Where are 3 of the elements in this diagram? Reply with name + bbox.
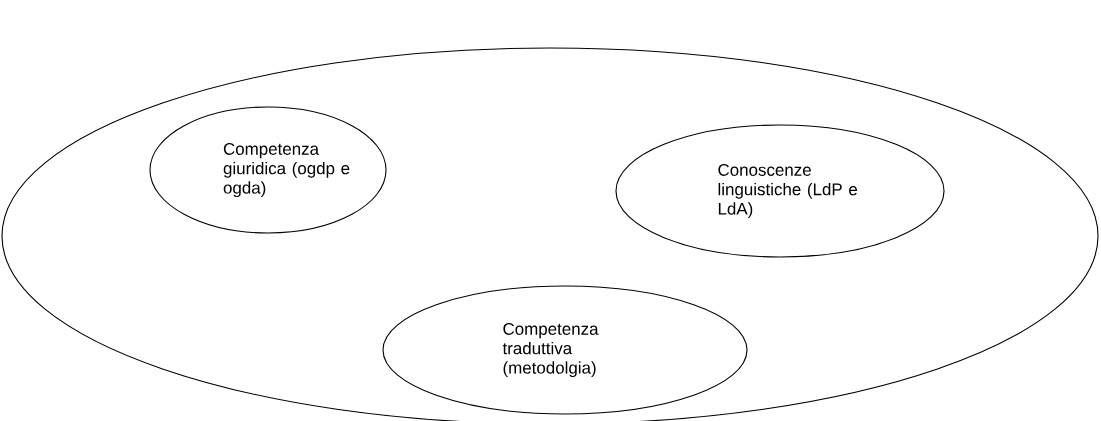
label: Conoscenze linguistiche (LdP e LdA): [718, 163, 857, 219]
label: Competenza traduttiva (metodolgia): [502, 322, 599, 378]
label: Competenza giuridica (ogdp e ogda): [223, 142, 350, 198]
